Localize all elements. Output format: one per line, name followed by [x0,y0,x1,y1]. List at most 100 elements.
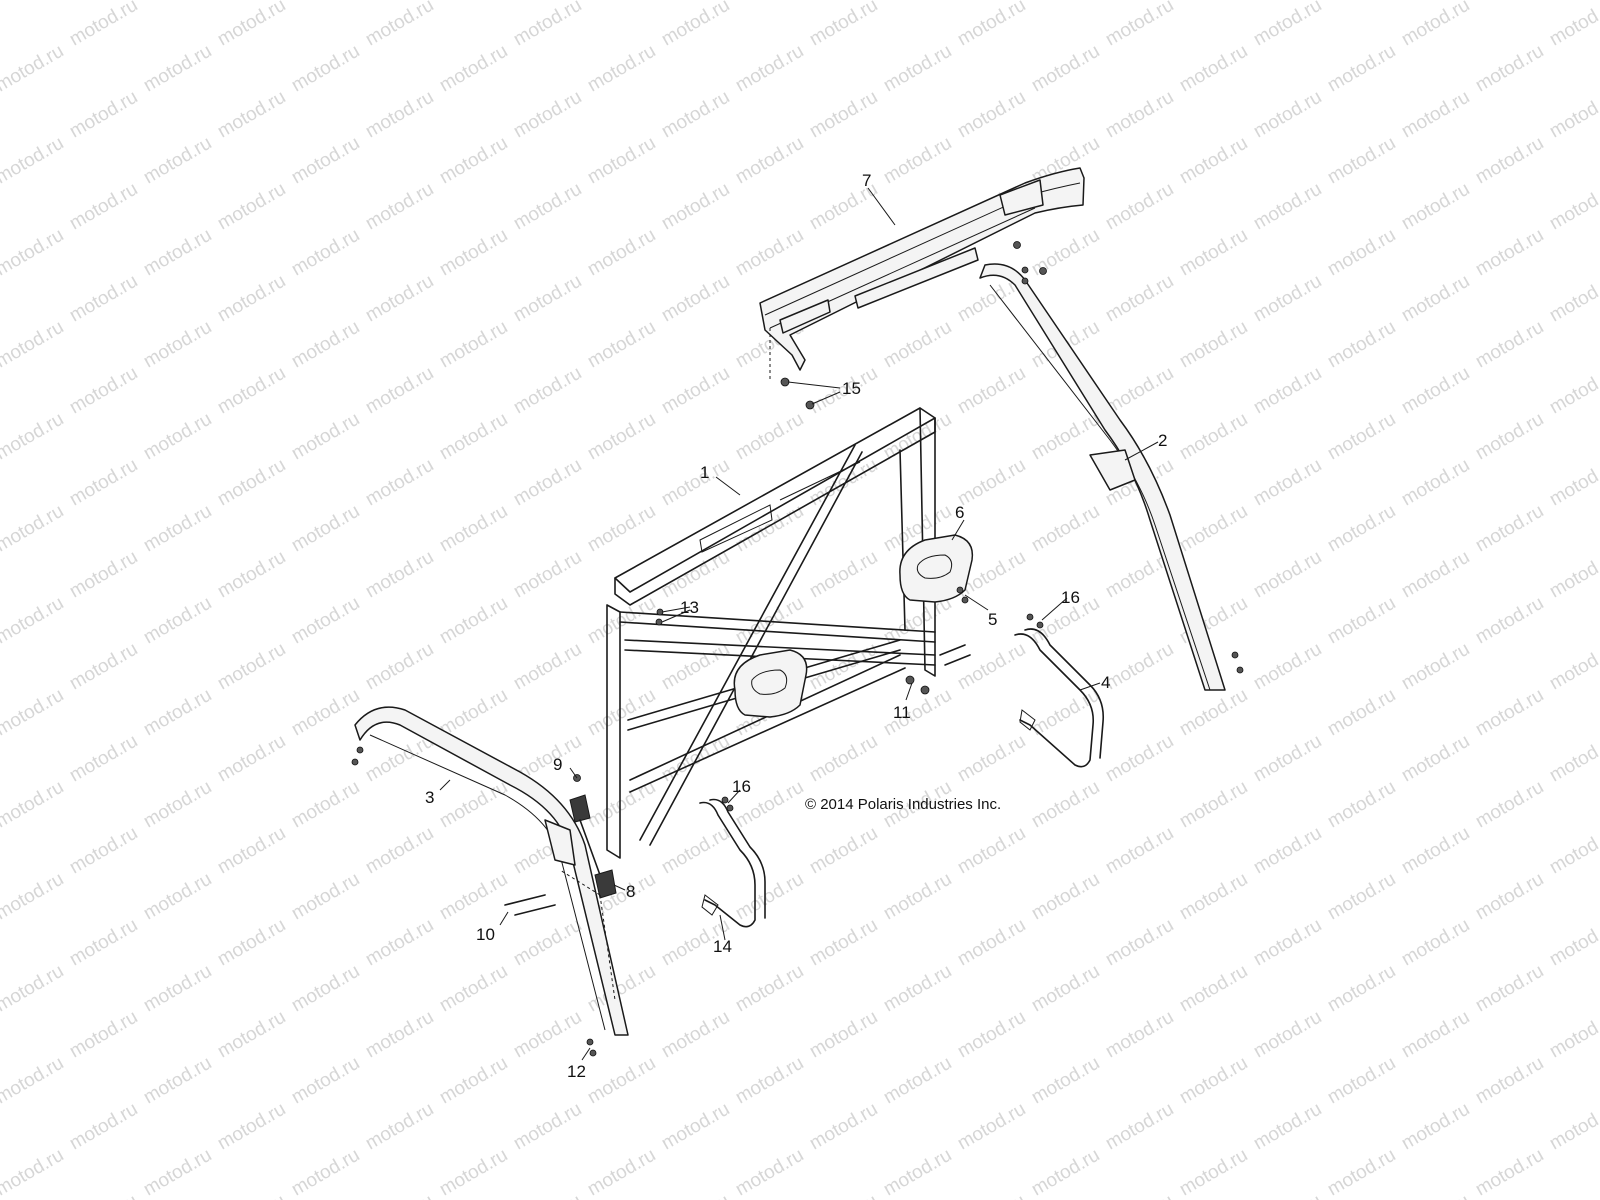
watermark-text: motod.ru [0,869,67,925]
watermark-text: motod.ru [658,271,733,327]
watermark-text: motod.ru [1546,915,1600,971]
watermark-text: motod.ru [1546,271,1600,327]
watermark-text: motod.ru [1028,777,1103,833]
watermark-text: motod.ru [0,1145,67,1200]
part-7-roof-panel [759,167,1085,382]
watermark-text: motod.ru [658,1191,733,1200]
watermark-text: motod.ru [0,225,67,281]
watermark-text: motod.ru [732,41,807,97]
watermark-text: motod.ru [288,0,363,4]
watermark-text: motod.ru [1472,501,1547,557]
callout-8: 8 [626,882,635,901]
watermark-text: motod.ru [362,1191,437,1200]
watermark-text: motod.ru [1250,179,1325,235]
watermark-text: motod.ru [658,455,733,511]
watermark-text: motod.ru [140,133,215,189]
watermark-text: motod.ru [806,1007,881,1063]
watermark-text: motod.ru [362,179,437,235]
watermark-text: motod.ru [140,225,215,281]
watermark-text: motod.ru [1398,0,1473,50]
watermark-text: motod.ru [1102,0,1177,50]
watermark-text: motod.ru [0,685,67,741]
watermark-text: motod.ru [880,869,955,925]
watermark-text: motod.ru [0,133,67,189]
watermark-text: motod.ru [1324,41,1399,97]
watermark-text: motod.ru [1472,961,1547,1017]
watermark-text: motod.ru [66,455,141,511]
watermark-text: motod.ru [214,0,289,50]
watermark-text: motod.ru [510,1191,585,1200]
callout-16-right: 16 [1061,588,1080,607]
watermark-text: motod.ru [1028,1145,1103,1200]
watermark-text: motod.ru [1250,455,1325,511]
callout-13: 13 [680,598,699,617]
watermark-text: motod.ru [1472,133,1547,189]
watermark-text: motod.ru [0,1053,67,1109]
watermark-text: motod.ru [658,363,733,419]
watermark-text: motod.ru [66,1099,141,1155]
watermark-text: motod.ru [1324,777,1399,833]
watermark-text: motod.ru [1398,1099,1473,1155]
watermark-text: motod.ru [658,1099,733,1155]
watermark-text: motod.ru [1472,317,1547,373]
watermark-text: motod.ru [0,317,67,373]
watermark-text: motod.ru [658,87,733,143]
watermark-text: motod.ru [1324,501,1399,557]
watermark-text: motod.ru [214,1099,289,1155]
watermark-text: motod.ru [806,915,881,971]
watermark-text: motod.ru [140,593,215,649]
watermark-text: motod.ru [1028,869,1103,925]
watermark-text: motod.ru [954,87,1029,143]
watermark-text: motod.ru [806,1099,881,1155]
watermark-text: motod.ru [584,225,659,281]
watermark-text: motod.ru [436,961,511,1017]
watermark-text: motod.ru [66,1007,141,1063]
watermark-text: motod.ru [954,1007,1029,1063]
watermark-text: motod.ru [288,225,363,281]
watermark-text: motod.ru [0,961,67,1017]
watermark-text: motod.ru [584,1145,659,1200]
callout-2: 2 [1158,431,1167,450]
watermark-text: motod.ru [510,639,585,695]
watermark-text: motod.ru [584,593,659,649]
part-8-bracket [559,774,617,1001]
watermark-text: motod.ru [140,685,215,741]
watermark-text: motod.ru [1546,1007,1600,1063]
watermark-text: motod.ru [362,547,437,603]
watermark-text: motod.ru [806,823,881,879]
watermark-text: motod.ru [658,179,733,235]
watermark-text: motod.ru [510,547,585,603]
watermark-text: motod.ru [288,777,363,833]
watermark-text: motod.ru [1176,869,1251,925]
watermark-text: motod.ru [954,823,1029,879]
watermark-text: motod.ru [66,731,141,787]
watermark-text: motod.ru [1398,639,1473,695]
watermark-text: motod.ru [214,639,289,695]
watermark-text: motod.ru [436,593,511,649]
watermark-text: motod.ru [436,0,511,4]
watermark-text: motod.ru [510,271,585,327]
watermark-text: motod.ru [436,1053,511,1109]
callout-3: 3 [425,788,434,807]
watermark-text: motod.ru [510,0,585,50]
watermark-text: motod.ru [1324,593,1399,649]
watermark-text: motod.ru [584,133,659,189]
watermark-text: motod.ru [1176,961,1251,1017]
watermark-text: motod.ru [658,639,733,695]
watermark-text: motod.ru [1324,685,1399,741]
watermark-text: motod.ru [1472,41,1547,97]
watermark-text: motod.ru [1472,409,1547,465]
watermark-text: motod.ru [1250,731,1325,787]
watermark-text: motod.ru [1102,1191,1177,1200]
watermark-text: motod.ru [140,869,215,925]
watermark-text: motod.ru [1176,501,1251,557]
watermark-text: motod.ru [1472,593,1547,649]
watermark-text: motod.ru [362,455,437,511]
watermark-text: motod.ru [510,455,585,511]
watermark-text: motod.ru [880,41,955,97]
watermark-text: motod.ru [362,87,437,143]
watermark-text: motod.ru [66,363,141,419]
watermark-text: motod.ru [1102,1099,1177,1155]
watermark-text: motod.ru [658,0,733,50]
watermark-text: motod.ru [1546,1099,1600,1155]
